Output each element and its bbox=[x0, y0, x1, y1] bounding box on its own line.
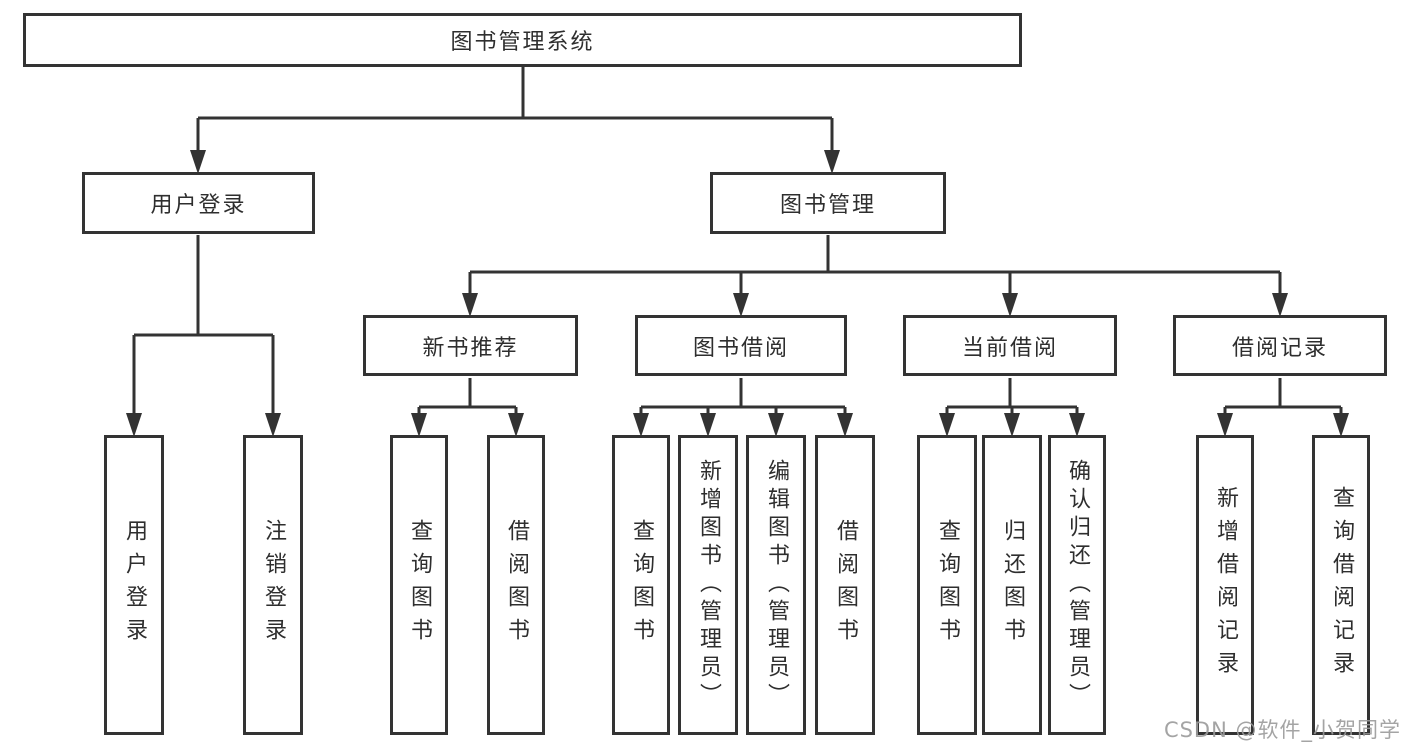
node-book-management-branch: 图书管理 bbox=[710, 172, 946, 234]
node-new-book-recommend: 新书推荐 bbox=[363, 315, 578, 376]
leaf-user-login: 用户登录 bbox=[104, 435, 164, 735]
leaf-query-borrow-record: 查询借阅记录 bbox=[1312, 435, 1370, 735]
leaf-edit-book-admin-label: 编辑图书（管理员） bbox=[764, 459, 789, 711]
leaf-add-book-admin-label: 新增图书（管理员） bbox=[696, 459, 721, 711]
leaf-query-book-borrowing-label: 查询图书 bbox=[629, 519, 654, 651]
leaf-return-book: 归还图书 bbox=[982, 435, 1042, 735]
leaf-query-book-borrowing: 查询图书 bbox=[612, 435, 670, 735]
leaf-logout-label: 注销登录 bbox=[261, 519, 286, 651]
leaf-add-borrow-record-label: 新增借阅记录 bbox=[1213, 486, 1238, 684]
leaf-query-book-recommend: 查询图书 bbox=[390, 435, 448, 735]
leaf-borrow-book-label: 借阅图书 bbox=[833, 519, 858, 651]
leaf-add-borrow-record: 新增借阅记录 bbox=[1196, 435, 1254, 735]
leaf-confirm-return-admin-label: 确认归还（管理员） bbox=[1065, 459, 1090, 711]
leaf-borrow-book-recommend-label: 借阅图书 bbox=[504, 519, 529, 651]
node-root-system: 图书管理系统 bbox=[23, 13, 1022, 67]
leaf-query-book-recommend-label: 查询图书 bbox=[407, 519, 432, 651]
node-book-borrowing: 图书借阅 bbox=[635, 315, 847, 376]
node-borrowing-records: 借阅记录 bbox=[1173, 315, 1387, 376]
leaf-edit-book-admin: 编辑图书（管理员） bbox=[746, 435, 806, 735]
leaf-user-login-label: 用户登录 bbox=[122, 519, 147, 651]
node-current-borrowing: 当前借阅 bbox=[903, 315, 1117, 376]
leaf-logout: 注销登录 bbox=[243, 435, 303, 735]
csdn-watermark: CSDN @软件_小贺同学 bbox=[1163, 718, 1401, 742]
leaf-borrow-book: 借阅图书 bbox=[815, 435, 875, 735]
leaf-confirm-return-admin: 确认归还（管理员） bbox=[1048, 435, 1106, 735]
node-user-login-branch: 用户登录 bbox=[82, 172, 315, 234]
leaf-query-borrow-record-label: 查询借阅记录 bbox=[1329, 486, 1354, 684]
leaf-return-book-label: 归还图书 bbox=[1000, 519, 1025, 651]
leaf-query-book-current: 查询图书 bbox=[917, 435, 977, 735]
leaf-borrow-book-recommend: 借阅图书 bbox=[487, 435, 545, 735]
leaf-query-book-current-label: 查询图书 bbox=[935, 519, 960, 651]
leaf-add-book-admin: 新增图书（管理员） bbox=[678, 435, 738, 735]
